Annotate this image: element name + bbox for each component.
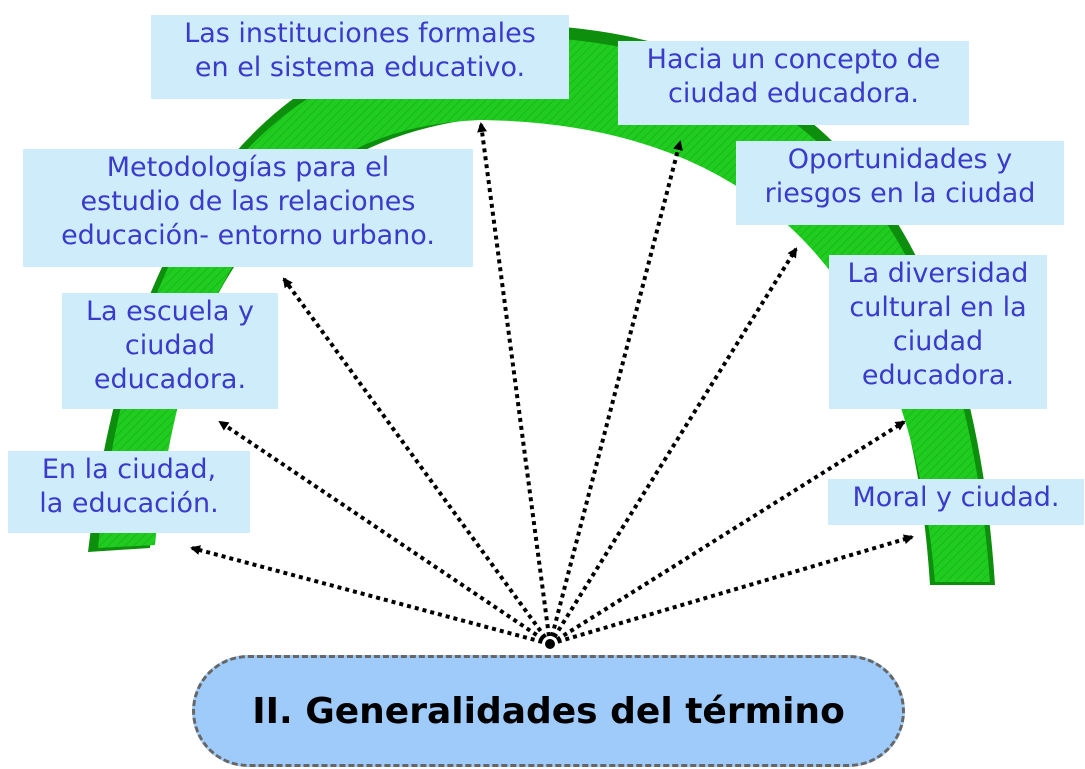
connector-arrow-7 [548, 420, 906, 646]
subtopic-instituciones-formales: Las instituciones formales en el sistema… [151, 15, 569, 99]
subtopic-la-escuela: La escuela y ciudad educadora. [62, 293, 278, 409]
subtopic-metodologias: Metodologías para el estudio de las rela… [23, 149, 473, 267]
subtopic-concepto-ciudad-educadora: Hacia un concepto de ciudad educadora. [618, 41, 969, 125]
connector-arrow-1 [190, 545, 551, 646]
subtopic-moral-ciudad: Moral y ciudad. [828, 479, 1084, 525]
connector-arrow-3 [282, 277, 552, 646]
connector-hub [545, 639, 555, 649]
connectors [190, 122, 914, 649]
connector-arrow-5 [548, 140, 683, 645]
subtopic-oportunidades-riesgos: Oportunidades y riesgos en la ciudad [736, 141, 1064, 225]
central-topic-label: II. Generalidades del término [252, 690, 845, 732]
connector-arrow-2 [218, 420, 552, 646]
connector-arrow-6 [548, 247, 798, 646]
subtopic-diversidad-cultural: La diversidad cultural en la ciudad educ… [829, 255, 1047, 409]
connector-arrow-8 [549, 534, 914, 646]
subtopic-en-la-ciudad: En la ciudad, la educación. [8, 451, 250, 533]
central-topic: II. Generalidades del término [192, 655, 905, 767]
